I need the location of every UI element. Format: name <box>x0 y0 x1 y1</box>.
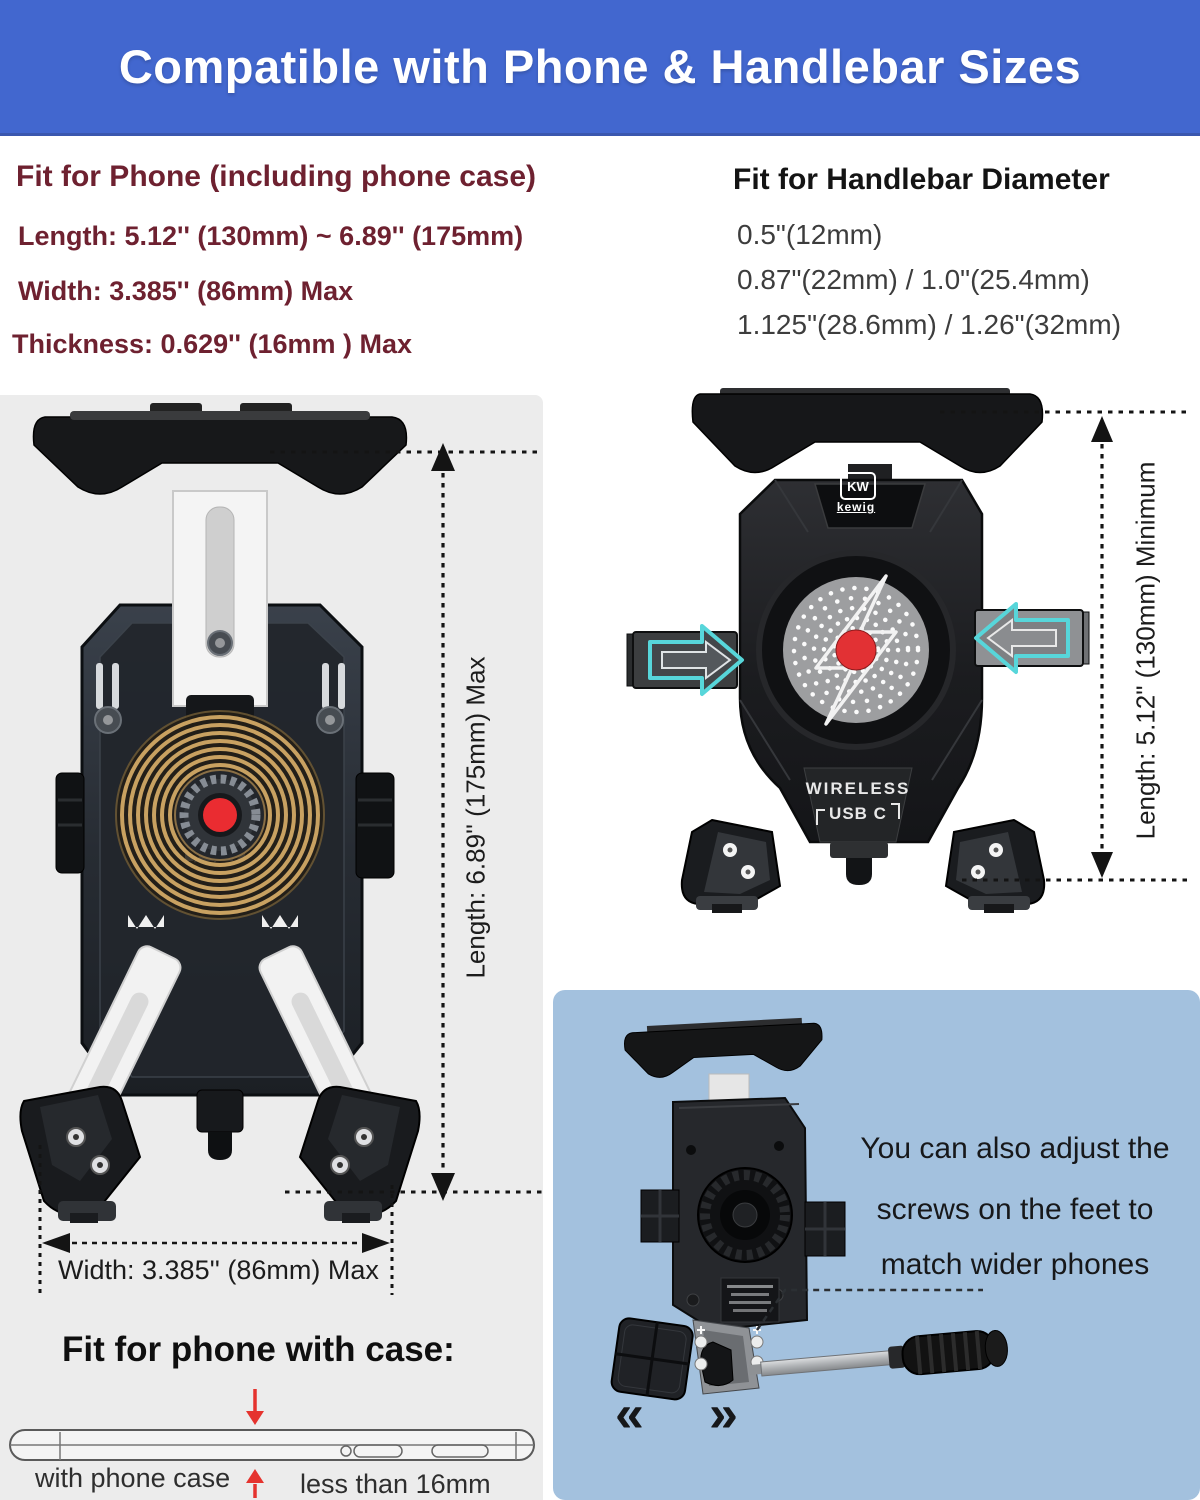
length-dimension-arrow <box>940 410 1190 882</box>
side-clamps <box>640 1189 846 1257</box>
right-foot <box>298 1085 421 1223</box>
case-fit-heading: Fit for phone with case: <box>62 1330 455 1369</box>
wireless-label: WIRELESS <box>805 779 911 798</box>
body-screws <box>94 706 344 734</box>
thickness-limit-label: less than 16mm <box>300 1469 491 1499</box>
title-banner: Compatible with Phone & Handlebar Sizes <box>0 0 1200 136</box>
phone-thickness-spec: Thickness: 0.629'' (16mm ) Max <box>12 329 413 359</box>
adjust-note-line-3: match wider phones <box>880 1248 1150 1281</box>
page-title: Compatible with Phone & Handlebar Sizes <box>118 40 1082 93</box>
red-center-button <box>203 798 237 832</box>
phone-fit-heading: Fit for Phone (including phone case) <box>16 160 537 193</box>
chevron-right-icon: » <box>709 1385 738 1443</box>
bottom-support-tab <box>196 1089 244 1160</box>
mount-side-view-illustration <box>610 1017 1008 1401</box>
left-foot <box>19 1085 142 1223</box>
charging-pad <box>756 550 956 750</box>
charging-coil <box>115 710 325 920</box>
mount-front-view-illustration <box>626 388 1190 913</box>
length-dimension-arrow <box>270 443 543 1201</box>
mounting-knob <box>697 1167 793 1263</box>
sliding-rail <box>708 1073 750 1103</box>
red-center-button <box>835 629 877 671</box>
usb-c-label: USB C <box>806 803 910 825</box>
adjust-note-panel: You can also adjust the screws on the fe… <box>553 990 1200 1500</box>
handlebar-size-2: 0.87"(22mm) / 1.0"(25.4mm) <box>737 264 1090 295</box>
back-view-width-label: Width: 3.385'' (86mm) Max <box>58 1255 379 1285</box>
handlebar-fit-heading: Fit for Handlebar Diameter <box>733 163 1110 196</box>
phone-length-spec: Length: 5.12'' (130mm) ~ 6.89'' (175mm) <box>18 221 524 251</box>
bottom-section <box>803 767 913 885</box>
spec-label <box>720 1277 780 1323</box>
usb-bracket-left <box>816 809 826 825</box>
handlebar-size-1: 0.5"(12mm) <box>737 219 883 250</box>
top-grip-bar <box>32 403 408 495</box>
phone-side-profile <box>9 1429 535 1461</box>
red-down-arrow-icon <box>246 1389 264 1425</box>
right-clamp-arm <box>974 602 1090 674</box>
sliding-rail <box>172 490 268 707</box>
with-case-label: with phone case <box>35 1463 231 1493</box>
screwdriver <box>748 1329 1008 1377</box>
handlebar-size-3: 1.125"(28.6mm) / 1.26"(32mm) <box>737 309 1122 340</box>
thickness-arrows <box>246 1389 264 1498</box>
chevron-left-icon: « <box>615 1385 644 1443</box>
right-foot <box>944 818 1046 913</box>
front-view-length-label: Length: 5.12" (130mm) Minimum <box>1130 461 1161 840</box>
adjust-note-line-2: screws on the feet to <box>876 1193 1154 1226</box>
red-up-arrow-icon <box>246 1469 264 1498</box>
usb-bracket-right <box>890 803 900 819</box>
phone-width-spec: Width: 3.385'' (86mm) Max <box>18 276 354 306</box>
leader-line <box>755 1288 983 1331</box>
left-clamp-arm <box>626 624 744 696</box>
back-view-length-label: Length: 6.89'' (175mm) Max <box>460 656 491 979</box>
mount-back-view-illustration <box>19 403 543 1295</box>
kewig-logo-icon: KW <box>840 472 876 500</box>
width-dimension-arrow <box>38 1145 394 1295</box>
foot-and-bracket <box>610 1317 764 1401</box>
adjust-note-line-1: You can also adjust the <box>860 1132 1170 1165</box>
top-grip-bar <box>624 1017 823 1078</box>
kewig-brand-name: kewig <box>836 500 876 514</box>
top-grip-bar <box>691 388 1044 484</box>
left-foot <box>680 818 782 913</box>
